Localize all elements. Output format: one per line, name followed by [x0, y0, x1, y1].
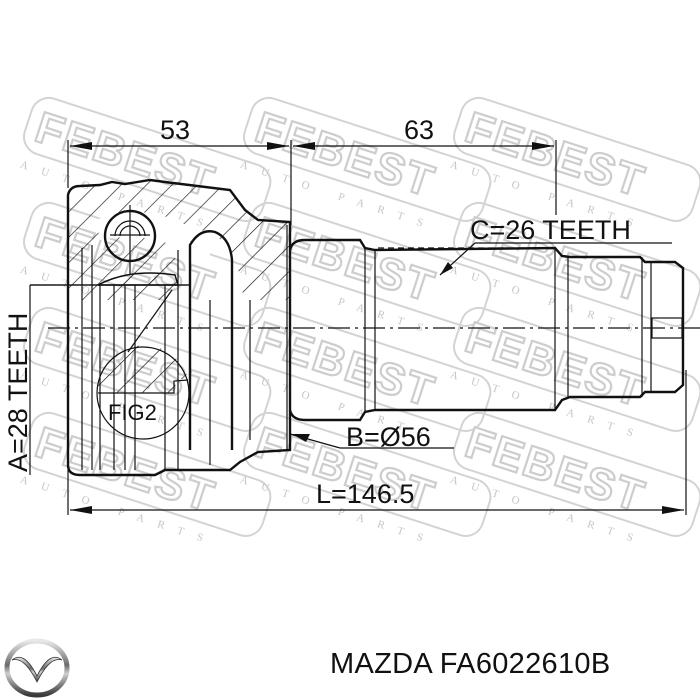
fig2-detail: FIG2: [96, 289, 190, 440]
dim-outer-spline: C=26 TEETH: [470, 215, 631, 245]
dimension-shaft-length: [293, 140, 557, 215]
dim-bell-length: 53: [160, 115, 190, 145]
mazda-logo-icon: [4, 638, 70, 698]
dim-diameter: B=Ø56: [346, 422, 431, 452]
figure-label: FIG2: [108, 400, 157, 425]
leader-diameter: [289, 433, 454, 449]
shaft: [288, 238, 685, 422]
dim-shaft-length: 63: [404, 115, 434, 145]
part-number-label: MAZDA FA6022610B: [330, 648, 611, 680]
dim-total-length: L=146.5: [316, 479, 414, 509]
bell-housing: [30, 178, 292, 477]
dim-inner-spline: A=28 TEETH: [3, 313, 33, 472]
dimension-bell-length: [67, 140, 292, 225]
dimension-total-length: [67, 370, 687, 515]
leader-outer-spline: [439, 242, 672, 276]
